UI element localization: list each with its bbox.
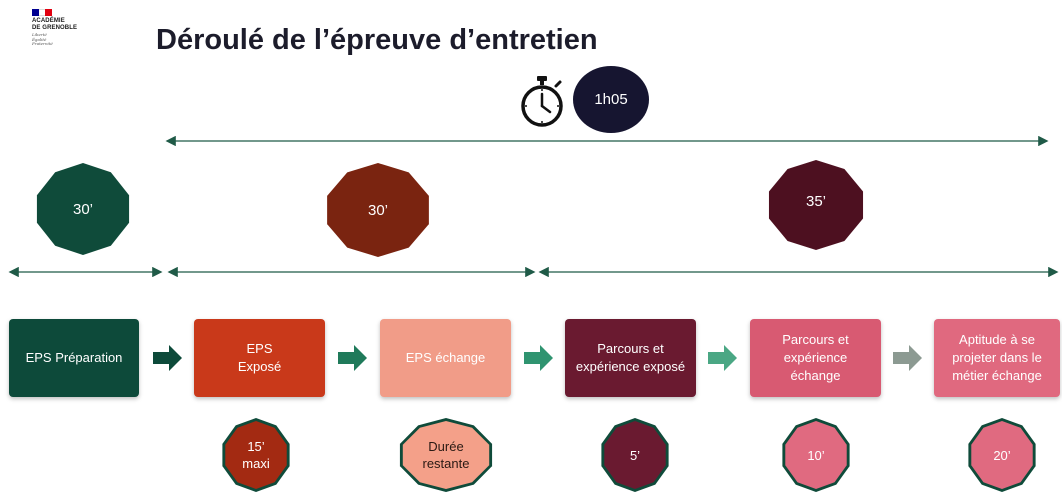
phase-badge-preparation: 30’ [36, 163, 130, 255]
flow-arrow-icon [153, 345, 182, 371]
step-eps-preparation: EPS Préparation [9, 319, 139, 397]
flow-arrow-icon [893, 345, 922, 371]
step-parcours-expose: Parcours et expérience exposé [565, 319, 696, 397]
page-title: Déroulé de l’épreuve d’entretien [156, 24, 598, 56]
duration-badge-label: 5’ [629, 447, 641, 463]
flow-arrow-shape [338, 345, 367, 371]
duration-badge-label: 15’ maxi [242, 439, 270, 471]
total-duration-label: 1h05 [594, 91, 628, 108]
flow-arrow-icon [708, 345, 737, 371]
duration-badge-label: Durée restante [422, 439, 470, 471]
step-parcours-echange: Parcours et expérience échange [750, 319, 881, 397]
logo-line-1: ACADÉMIE [32, 18, 65, 24]
duration-badge-label: 20’ [993, 447, 1011, 463]
flow-arrow-shape [708, 345, 737, 371]
flow-arrow-shape [524, 345, 553, 371]
duration-badge-eps-echange: Durée restante [399, 418, 493, 492]
flow-arrow-shape [153, 345, 182, 371]
duration-badge-eps-expose: 15’ maxi [222, 418, 290, 492]
step-aptitude-echange: Aptitude à se projeter dans le métier éc… [934, 319, 1060, 397]
logo-motto: Liberté Égalité Fraternité [32, 32, 53, 46]
duration-badge-label: 10’ [807, 447, 825, 463]
stopwatch-icon [521, 76, 563, 127]
phase-badge-parcours: 35’ [768, 160, 864, 250]
flow-arrow-icon [338, 345, 367, 371]
logo-line-2: DE GRENOBLE [32, 25, 78, 31]
phase-badge-label: 35’ [805, 192, 827, 210]
flow-arrow-shape [893, 345, 922, 371]
step-eps-expose: EPS Exposé [194, 319, 325, 397]
phase-badge-label: 30’ [72, 200, 94, 218]
duration-badge-aptitude: 20’ [968, 418, 1036, 492]
phase-badge-label: 30’ [367, 201, 389, 219]
step-eps-echange: EPS échange [380, 319, 511, 397]
total-duration-badge: 1h05 [573, 66, 649, 133]
academie-logo: ACADÉMIE DE GRENOBLE Liberté Égalité Fra… [32, 9, 112, 47]
duration-badge-parcours-expose: 5’ [601, 418, 669, 492]
french-flag-icon [32, 9, 53, 16]
flow-arrow-icon [524, 345, 553, 371]
duration-badge-parcours-echange: 10’ [782, 418, 850, 492]
phase-badge-eps: 30’ [327, 163, 429, 257]
